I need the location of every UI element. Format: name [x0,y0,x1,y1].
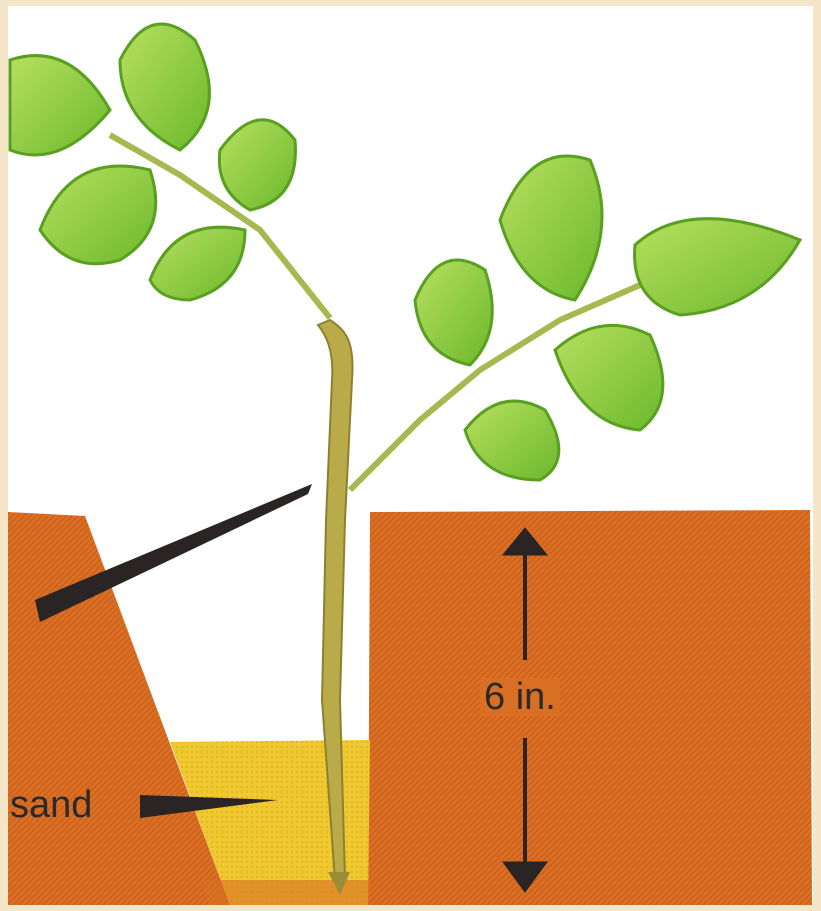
soil-right-block [368,510,812,905]
depth-label: 6 in. [480,678,560,716]
sand-label: sand [10,786,92,824]
